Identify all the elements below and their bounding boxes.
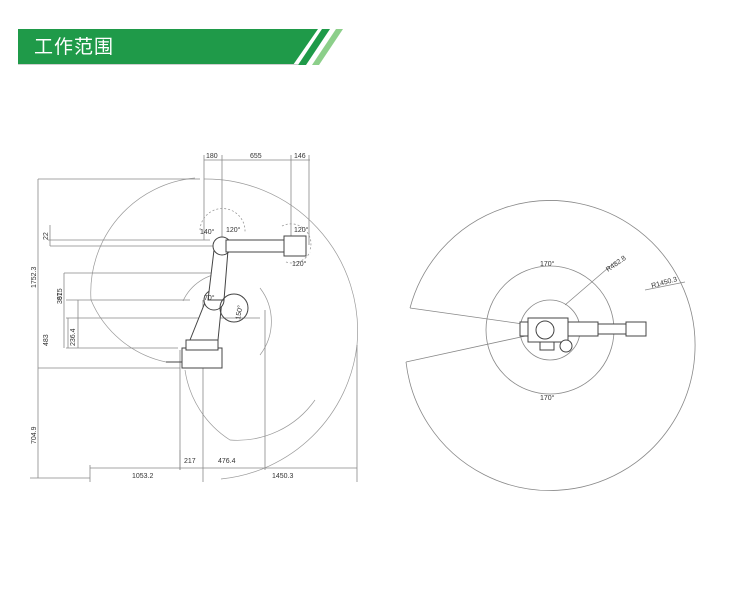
bottom-dim-label: 1450.3 xyxy=(272,473,294,480)
outer-reach-arc xyxy=(405,200,696,491)
sector-edge xyxy=(409,307,531,326)
angle-label: 170° xyxy=(540,260,555,268)
bottom-dim-label: 476.4 xyxy=(218,458,236,465)
left-dim-label: 1752.3 xyxy=(31,266,38,288)
left-dim-label: 397 xyxy=(57,292,64,304)
angle-label: 120° xyxy=(226,226,241,234)
banner-stripe xyxy=(298,29,330,65)
reach-envelope-outer xyxy=(203,178,358,480)
bottom-dim-label: 217 xyxy=(184,458,196,465)
left-dim-label: 236.4 xyxy=(70,328,77,346)
banner-stripe xyxy=(312,29,343,65)
left-dim-label: 483 xyxy=(43,334,50,346)
top-view xyxy=(405,200,696,491)
sector-edge xyxy=(405,334,531,363)
robot-arm-side xyxy=(166,235,307,369)
left-dim-label: 22 xyxy=(43,232,50,240)
reach-envelope-inner xyxy=(259,287,272,356)
left-dim-label: 615 xyxy=(57,288,64,300)
left-dim-label: 704.9 xyxy=(31,426,38,444)
banner-shape xyxy=(18,29,343,65)
reach-envelope-left xyxy=(90,177,196,363)
side-view xyxy=(30,155,358,482)
bottom-dim-label: 1053.2 xyxy=(132,473,154,480)
radius-label: R1450.3 xyxy=(651,276,678,290)
radius-label: R482.8 xyxy=(605,255,628,274)
banner-background xyxy=(18,29,318,65)
angle-label: 70° xyxy=(204,294,215,302)
angle-label: 120° xyxy=(294,226,309,234)
top-dim-label: 146 xyxy=(294,153,306,160)
angle-label: 140° xyxy=(200,228,215,236)
reach-envelope-lower xyxy=(184,369,316,441)
angle-label: 150° xyxy=(234,305,244,321)
top-dim-label: 180 xyxy=(206,153,218,160)
robot-arm-top xyxy=(519,317,647,353)
angle-label: 120° xyxy=(292,260,307,268)
angle-label: 170° xyxy=(540,394,555,402)
side-view-labels: 180 655 146 1752.3 615 397 236.4 236.4 3… xyxy=(31,153,309,480)
section-banner: 工作范围 xyxy=(18,29,343,65)
section-title: 工作范围 xyxy=(34,36,115,58)
top-dim-label: 655 xyxy=(250,153,262,160)
